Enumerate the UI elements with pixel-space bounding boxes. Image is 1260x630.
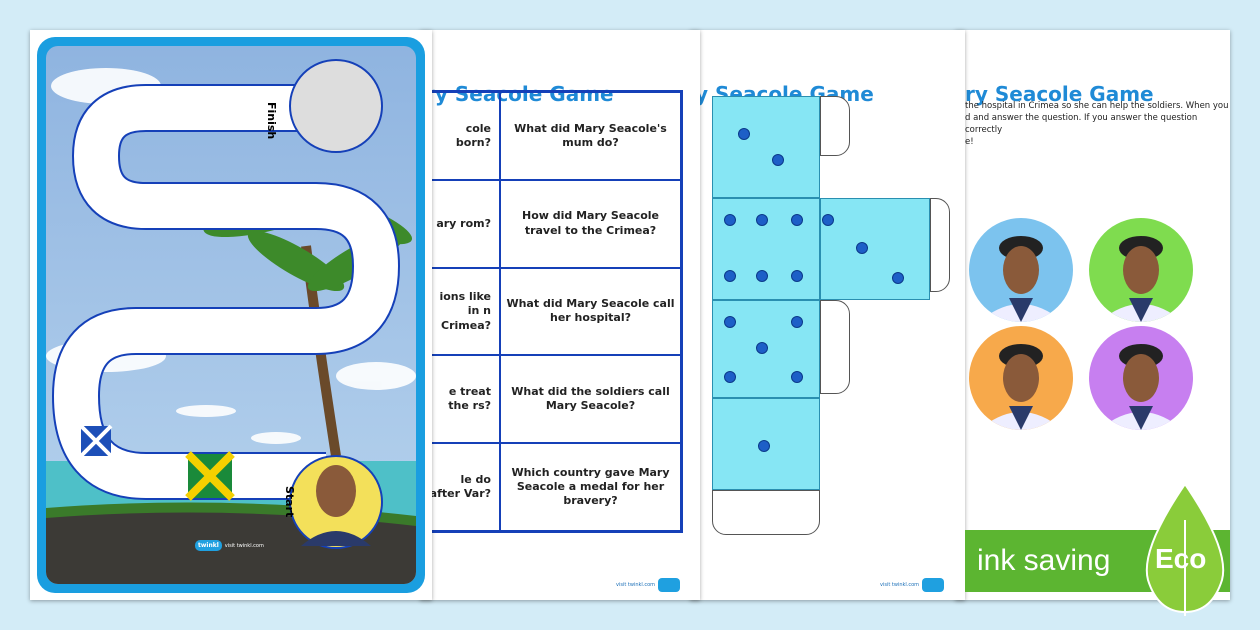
board-illustration [46,46,416,584]
board-page: Finish Start twinkl visit twinkl.com [30,30,432,600]
die-dot [791,214,803,226]
footer-url: visit twinkl.com [880,582,920,588]
question-card: le do after Var? [422,443,500,531]
instructions-page: ry Seacole Game the hospital in Crimea s… [955,30,1230,600]
die-dot [791,316,803,328]
dice-page: y Seacole Game visit twinkl.com [690,30,965,600]
die-tab [712,490,820,535]
question-card: How did Mary Seacole travel to the Crime… [500,179,681,268]
die-dot [724,316,736,328]
die-dot [738,128,750,140]
die-face-2 [712,96,820,198]
question-card: What did the soldiers call Mary Seacole? [500,355,681,444]
die-tab [820,96,850,156]
die-dot [791,270,803,282]
player-counter [969,326,1073,430]
question-cards-page: ry Seacole Game visit twinkl.com [420,30,700,600]
ink-saving-label: ink saving [977,544,1111,577]
instructions-title: ry Seacole Game [965,82,1154,106]
die-dot [724,214,736,226]
eco-label: Eco [1155,543,1207,574]
player-counter [1089,326,1193,430]
die-tab [930,198,950,292]
finish-label: Finish [265,102,278,140]
die-dot [756,342,768,354]
die-dot [758,440,770,452]
die-dot [856,242,868,254]
twinkl-logo [922,578,944,592]
die-dot [822,214,834,226]
die-dot [756,270,768,282]
die-face-3 [820,198,930,300]
die-dot [756,214,768,226]
die-dot [772,154,784,166]
die-dot [791,371,803,383]
question-card: ary rom? [422,179,500,268]
question-card: Which country gave Mary Seacole a medal … [500,443,681,531]
player-counter [969,218,1073,322]
player-counter [1089,218,1193,322]
question-card: cole born? [422,92,500,180]
twinkl-logo [658,578,680,592]
question-cards-title: ry Seacole Game [425,82,614,106]
die-dot [892,272,904,284]
board-frame [37,37,425,593]
question-card: ions like in n Crimea? [422,267,500,356]
die-tab [820,300,850,394]
leaf-drop-icon [1145,482,1225,616]
start-label: Start [283,486,296,518]
question-card: What did Mary Seacole call her hospital? [500,267,681,356]
question-grid: cole born? What did Mary Seacole's mum d… [420,90,683,533]
die-dot [724,270,736,282]
question-card: What did Mary Seacole's mum do? [500,92,681,180]
footer-url: visit twinkl.com [616,582,656,588]
question-card: e treat the rs? [422,355,500,444]
twinkl-logo: twinkl visit twinkl.com [195,540,264,551]
die-dot [724,371,736,383]
instructions-text: the hospital in Crimea so she can help t… [965,101,1229,147]
